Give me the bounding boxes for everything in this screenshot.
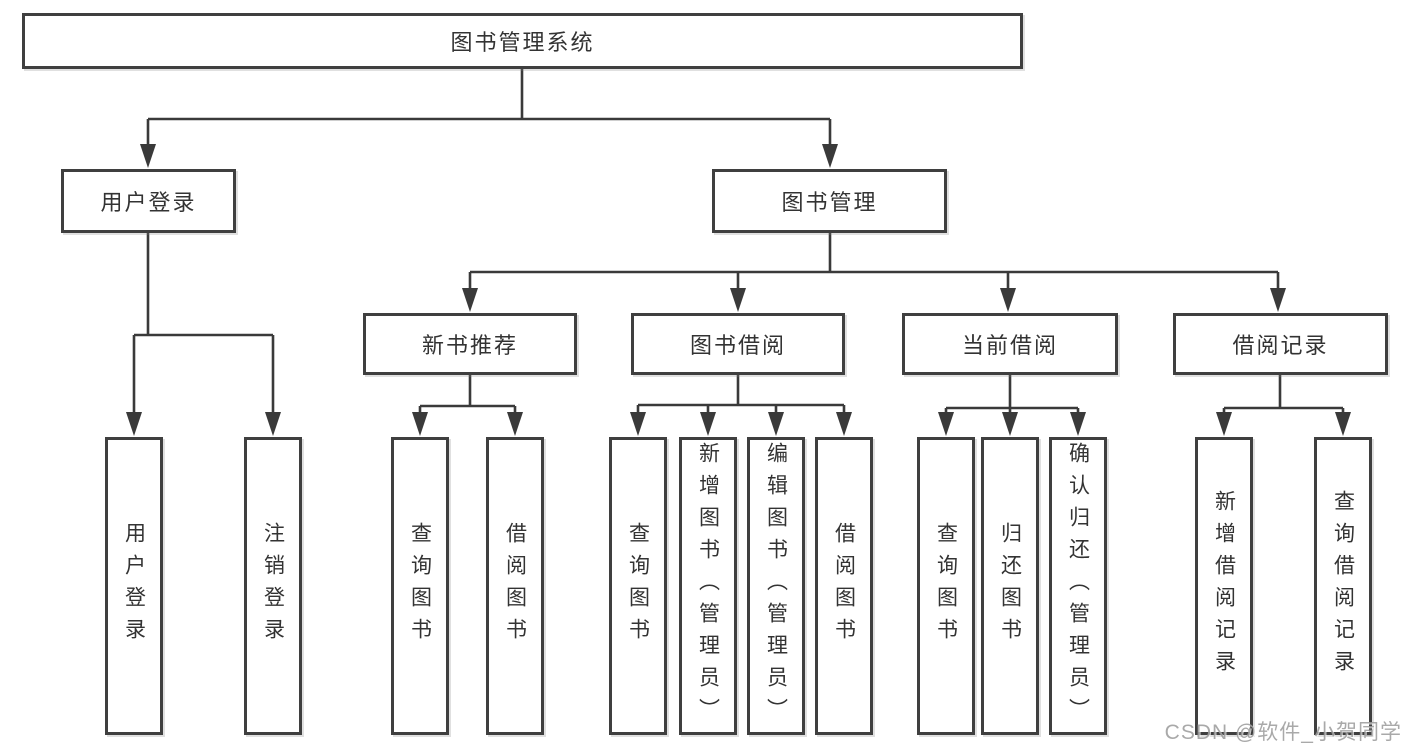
- node-book-borrowing: 图书借阅: [631, 313, 845, 375]
- node-borrowing-records: 借阅记录: [1173, 313, 1388, 375]
- arrowhead: [822, 144, 838, 168]
- arrowhead: [700, 412, 716, 436]
- node-leaf-borrow-books-1: 借阅图书: [486, 437, 544, 735]
- arrowhead: [1216, 412, 1232, 436]
- arrowhead: [1070, 412, 1086, 436]
- node-current-borrowing: 当前借阅: [902, 313, 1118, 375]
- arrowhead: [462, 288, 478, 312]
- node-leaf-query-borrow-record: 查询借阅记录: [1314, 437, 1372, 735]
- node-leaf-query-books-3: 查询图书: [917, 437, 975, 735]
- arrowhead: [730, 288, 746, 312]
- node-leaf-borrow-books-2: 借阅图书: [815, 437, 873, 735]
- node-leaf-add-books-admin: 新增图书（管理员）: [679, 437, 737, 735]
- arrowhead: [507, 412, 523, 436]
- arrowhead: [1000, 288, 1016, 312]
- arrowhead: [1335, 412, 1351, 436]
- node-root-system: 图书管理系统: [22, 13, 1023, 69]
- node-leaf-logout: 注销登录: [244, 437, 302, 735]
- arrowhead: [412, 412, 428, 436]
- arrowhead: [126, 412, 142, 436]
- node-leaf-return-books: 归还图书: [981, 437, 1039, 735]
- node-leaf-confirm-return-admin: 确认归还（管理员）: [1049, 437, 1107, 735]
- watermark: CSDN @软件_小贺同学: [1164, 721, 1402, 744]
- node-leaf-query-books-1: 查询图书: [391, 437, 449, 735]
- node-leaf-query-books-2: 查询图书: [609, 437, 667, 735]
- arrowhead: [1270, 288, 1286, 312]
- arrowhead: [265, 412, 281, 436]
- arrowhead: [1002, 412, 1018, 436]
- arrowhead: [768, 412, 784, 436]
- node-book-management: 图书管理: [712, 169, 947, 233]
- node-leaf-edit-books-admin: 编辑图书（管理员）: [747, 437, 805, 735]
- arrowhead: [630, 412, 646, 436]
- arrowhead: [836, 412, 852, 436]
- node-leaf-user-login: 用户登录: [105, 437, 163, 735]
- arrowhead: [140, 144, 156, 168]
- node-leaf-add-borrow-record: 新增借阅记录: [1195, 437, 1253, 735]
- arrowhead: [938, 412, 954, 436]
- node-new-book-recommendation: 新书推荐: [363, 313, 577, 375]
- node-user-login: 用户登录: [61, 169, 236, 233]
